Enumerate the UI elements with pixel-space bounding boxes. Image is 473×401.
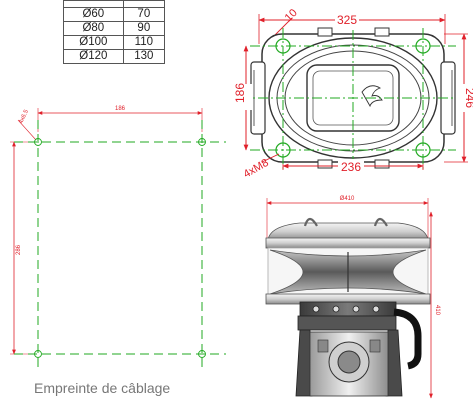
- table-row: Ø60 70: [63, 7, 166, 22]
- side-dimension-diameter: Ø410: [340, 196, 355, 202]
- side-dimension-height: 410: [434, 305, 440, 316]
- dimension-label-186: 186: [233, 83, 247, 103]
- bolt-label: 4xM8: [242, 157, 271, 181]
- footprint-dimension-286: 286: [16, 244, 22, 255]
- footprint-dimension-hole: 4x6.5: [18, 108, 30, 124]
- logo-mark-icon: [361, 85, 383, 108]
- table-cell: 130: [122, 49, 166, 64]
- dimension-label-246: 246: [463, 88, 473, 108]
- footprint-drawing: 186 286 4x6.5: [10, 106, 226, 372]
- table-row: Ø120 130: [63, 49, 166, 64]
- table-cell: Ø120: [63, 49, 124, 64]
- footprint-holes: [34, 138, 206, 358]
- size-table: Ø60 70 Ø80 90 Ø100 110 Ø120 130: [63, 0, 166, 64]
- mounting-holes: [275, 38, 431, 158]
- caption: Empreinte de câblage: [34, 380, 171, 396]
- dimension-label-325: 325: [337, 13, 357, 27]
- top-view: 325 10: [233, 7, 473, 181]
- cable: [393, 308, 422, 370]
- footprint-dimension-186: 186: [115, 106, 126, 112]
- dimension-label-236: 236: [341, 160, 361, 174]
- dimension-label-10: 10: [283, 7, 300, 24]
- side-view: Ø410 410: [265, 196, 440, 399]
